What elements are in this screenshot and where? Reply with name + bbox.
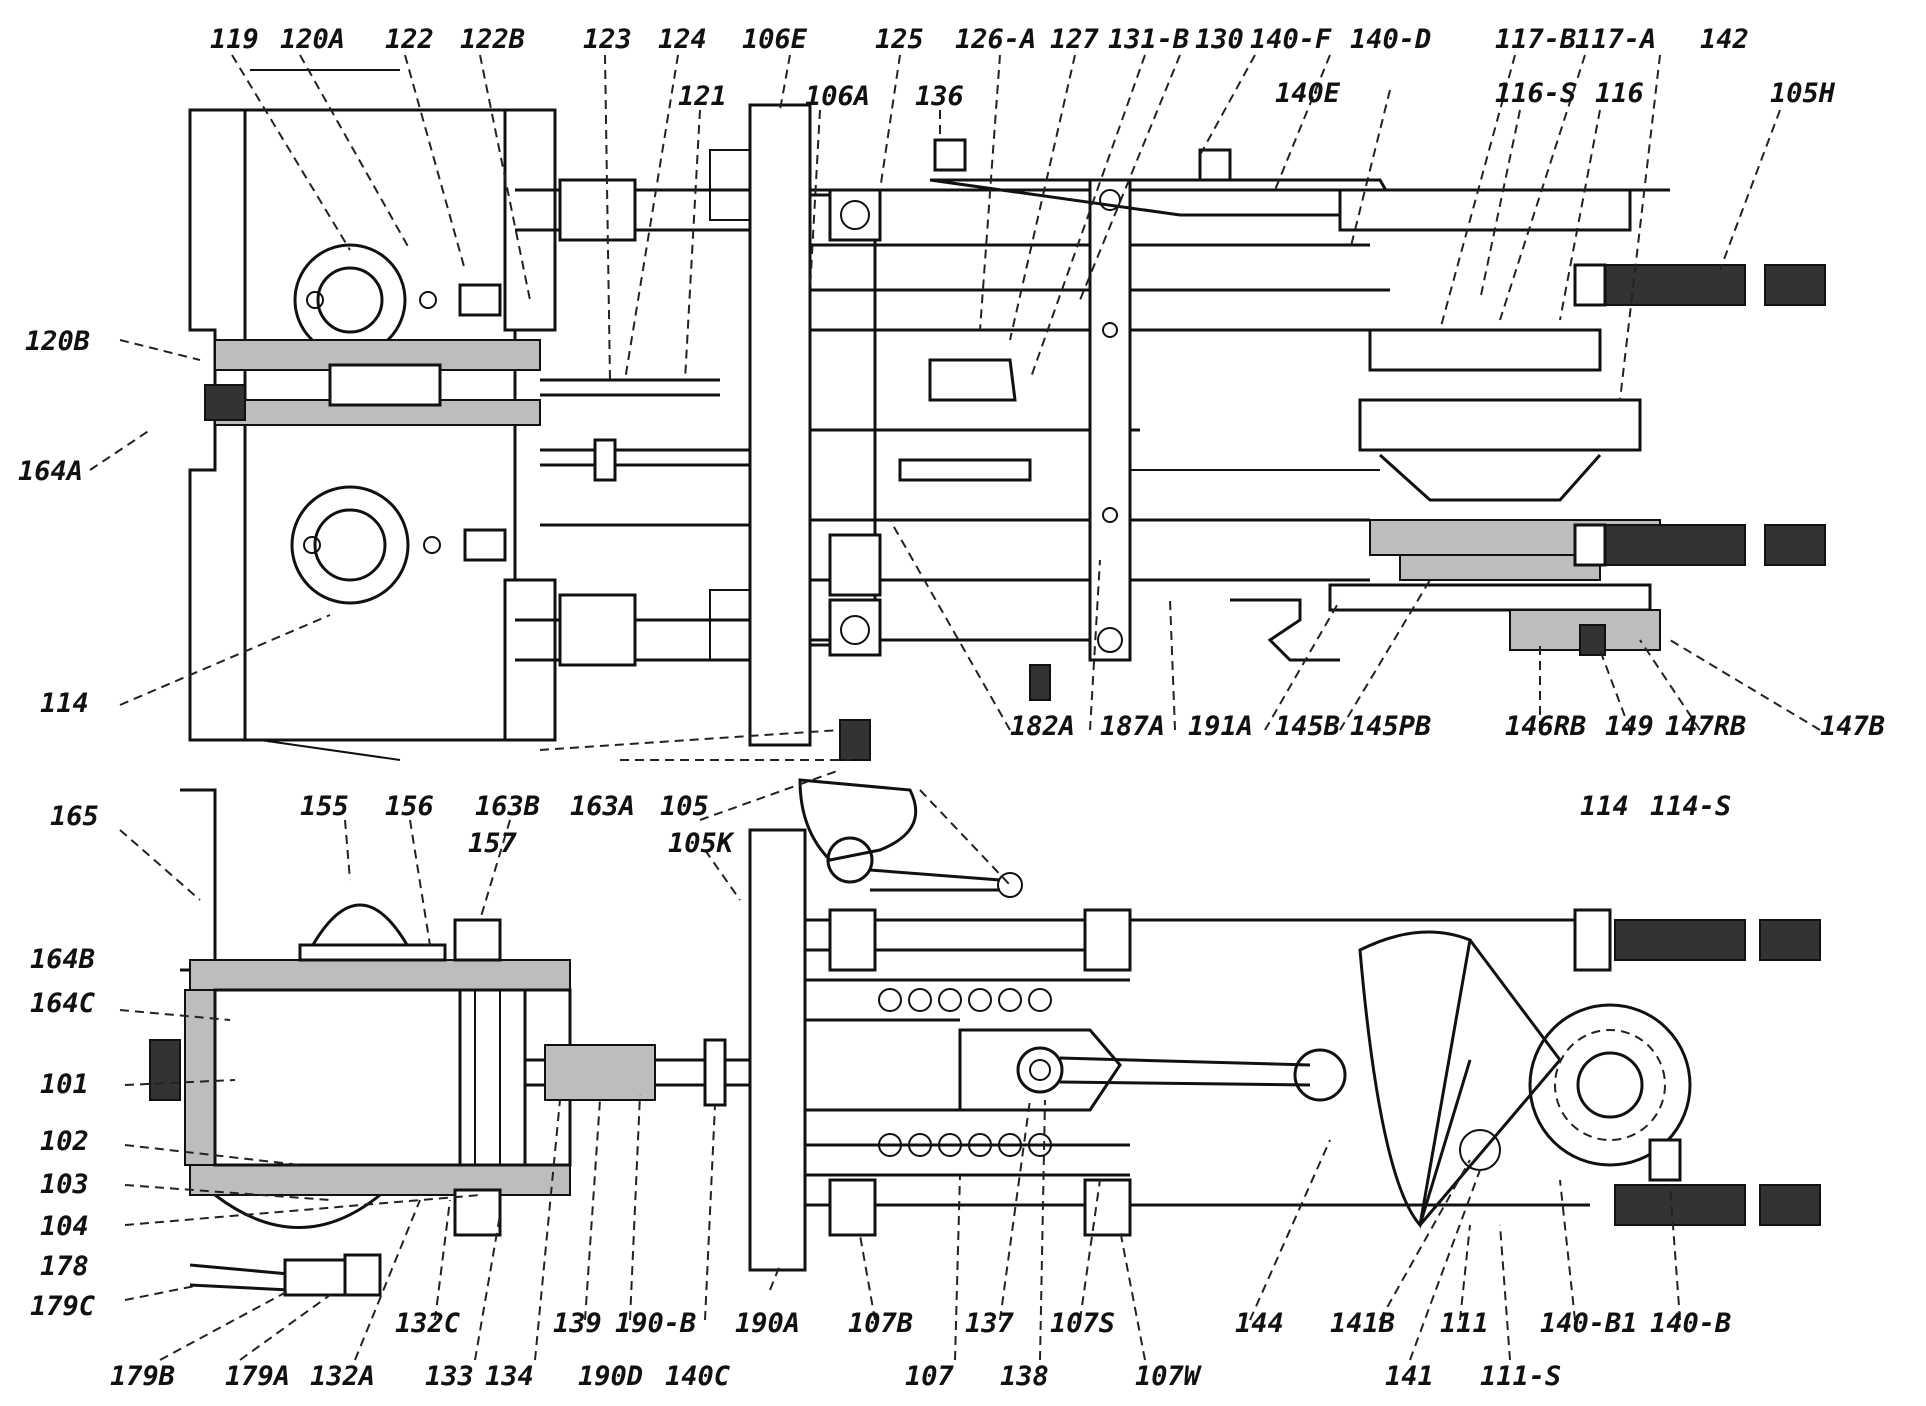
label-137: 137 xyxy=(965,1308,1015,1339)
label-106E: 106E xyxy=(742,24,808,55)
label-138: 138 xyxy=(1000,1361,1049,1392)
label-182A: 182A xyxy=(1010,711,1075,742)
label-164B: 164B xyxy=(30,944,95,975)
label-116S: 116-S xyxy=(1495,78,1576,109)
label-178: 178 xyxy=(40,1251,89,1282)
label-106A: 106A xyxy=(805,81,870,112)
label-164C: 164C xyxy=(30,988,96,1019)
label-104: 104 xyxy=(40,1211,89,1242)
label-122: 122 xyxy=(385,24,434,55)
label-102: 102 xyxy=(40,1126,89,1157)
label-163B: 163B xyxy=(475,791,540,822)
label-179C: 179C xyxy=(30,1291,96,1322)
label-140E: 140E xyxy=(1275,78,1341,109)
label-134: 134 xyxy=(485,1361,534,1392)
label-105H: 105H xyxy=(1770,78,1836,109)
label-140C: 140C xyxy=(665,1361,731,1392)
label-133: 133 xyxy=(425,1361,474,1392)
label-117A: 117-A xyxy=(1575,24,1656,55)
label-111: 111 xyxy=(1440,1308,1489,1339)
label-136: 136 xyxy=(915,81,964,112)
label-141: 141 xyxy=(1385,1361,1434,1392)
label-164A: 164A xyxy=(18,456,83,487)
label-127: 127 xyxy=(1050,24,1100,55)
hole-row-upper xyxy=(878,988,1052,1012)
label-125: 125 xyxy=(875,24,924,55)
label-187A: 187A xyxy=(1100,711,1165,742)
label-111S: 111-S xyxy=(1480,1361,1561,1392)
label-121: 121 xyxy=(678,81,727,112)
label-144: 144 xyxy=(1235,1308,1284,1339)
part-labels: 119 120A 122 122B 123 124 121 106E 106A … xyxy=(18,24,1885,1392)
label-140B: 140-B xyxy=(1650,1308,1731,1339)
label-132C: 132C xyxy=(395,1308,461,1339)
hole-row-lower xyxy=(878,1133,1052,1157)
label-163A: 163A xyxy=(570,791,635,822)
label-107: 107 xyxy=(905,1361,955,1392)
label-190B: 190-B xyxy=(615,1308,696,1339)
label-105: 105 xyxy=(660,791,709,822)
label-147B: 147B xyxy=(1820,711,1885,742)
label-107B: 107B xyxy=(848,1308,913,1339)
label-157: 157 xyxy=(468,828,518,859)
label-130: 130 xyxy=(1195,24,1244,55)
label-114-bottom: 114 xyxy=(1580,791,1629,822)
label-105K: 105K xyxy=(668,828,736,859)
label-131B: 131-B xyxy=(1108,24,1189,55)
label-191A: 191A xyxy=(1188,711,1253,742)
label-155: 155 xyxy=(300,791,349,822)
label-107S: 107S xyxy=(1050,1308,1115,1339)
label-147RB: 147RB xyxy=(1665,711,1746,742)
label-190A: 190A xyxy=(735,1308,800,1339)
label-119: 119 xyxy=(210,24,259,55)
label-165: 165 xyxy=(50,801,99,832)
label-120B: 120B xyxy=(25,326,90,357)
label-156: 156 xyxy=(385,791,434,822)
label-117B: 117-B xyxy=(1495,24,1576,55)
label-142: 142 xyxy=(1700,24,1749,55)
top-view-drawing xyxy=(188,69,1826,761)
label-101: 101 xyxy=(40,1069,89,1100)
label-139: 139 xyxy=(553,1308,602,1339)
label-126A: 126-A xyxy=(955,24,1036,55)
label-132A: 132A xyxy=(310,1361,375,1392)
label-145B: 145B xyxy=(1275,711,1340,742)
label-149: 149 xyxy=(1605,711,1654,742)
label-120A: 120A xyxy=(280,24,345,55)
label-146RB: 146RB xyxy=(1505,711,1586,742)
label-141B: 141B xyxy=(1330,1308,1395,1339)
label-107W: 107W xyxy=(1135,1361,1203,1392)
label-122B: 122B xyxy=(460,24,525,55)
label-190D: 190D xyxy=(578,1361,643,1392)
label-103: 103 xyxy=(40,1169,89,1200)
label-140B1: 140-B1 xyxy=(1540,1308,1638,1339)
label-116: 116 xyxy=(1595,78,1644,109)
label-124: 124 xyxy=(658,24,707,55)
leader-lines xyxy=(89,54,1821,1361)
label-114-top: 114 xyxy=(40,688,89,719)
label-179B: 179B xyxy=(110,1361,175,1392)
bottom-view-drawing xyxy=(149,719,1821,1297)
label-140F: 140-F xyxy=(1250,24,1332,55)
label-145PB: 145PB xyxy=(1350,711,1431,742)
label-123: 123 xyxy=(583,24,632,55)
label-140D: 140-D xyxy=(1350,24,1431,55)
label-179A: 179A xyxy=(225,1361,290,1392)
label-114S: 114-S xyxy=(1650,791,1731,822)
